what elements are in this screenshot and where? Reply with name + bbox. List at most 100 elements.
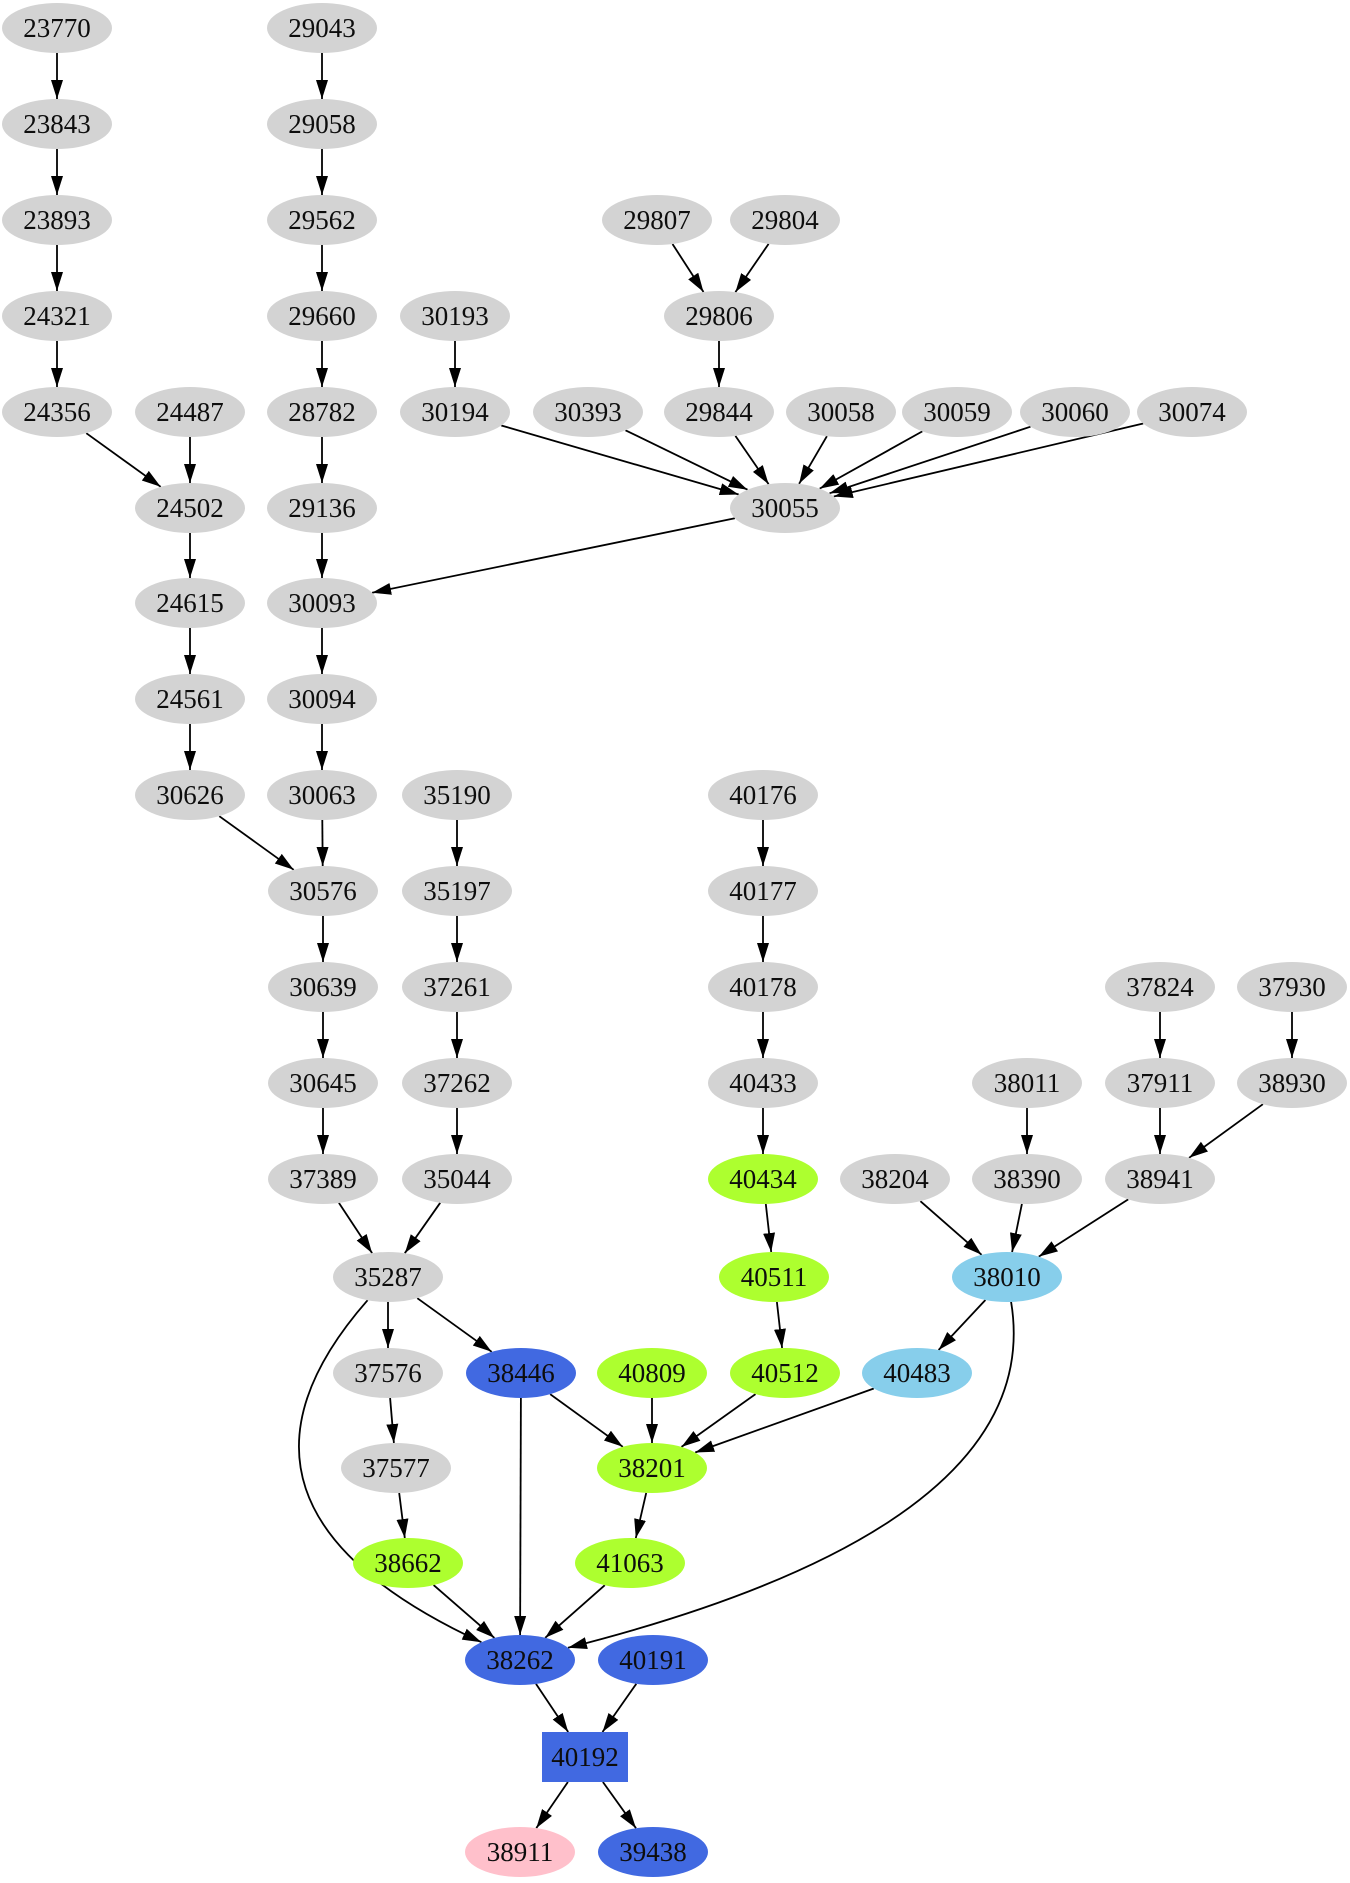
node-24487: 24487 [135, 387, 245, 437]
node-23770: 23770 [2, 3, 112, 53]
node-ellipse-shape [972, 1058, 1082, 1108]
node-24615: 24615 [135, 578, 245, 628]
node-ellipse-shape [533, 387, 643, 437]
node-label: 40483 [883, 1358, 951, 1388]
node-ellipse-shape [664, 387, 774, 437]
node-29844: 29844 [664, 387, 774, 437]
node-29136: 29136 [267, 483, 377, 533]
node-ellipse-shape [2, 195, 112, 245]
edge-35044-35287 [404, 1202, 441, 1254]
node-ellipse-shape [2, 291, 112, 341]
node-label: 40176 [729, 780, 797, 810]
node-37911: 37911 [1105, 1058, 1215, 1108]
node-40178: 40178 [708, 962, 818, 1012]
node-label: 40434 [729, 1164, 797, 1194]
node-ellipse-shape [2, 3, 112, 53]
edge-37577-38662 [396, 1492, 409, 1539]
node-ellipse-shape [465, 1827, 575, 1877]
node-label: 38262 [486, 1645, 554, 1675]
node-38390: 38390 [972, 1154, 1082, 1204]
node-ellipse-shape [708, 770, 818, 820]
node-37576: 37576 [333, 1348, 443, 1398]
node-label: 30094 [288, 684, 356, 714]
edges-layer [51, 53, 1298, 1829]
node-37389: 37389 [268, 1154, 378, 1204]
edge-30060-30055 [829, 425, 1031, 495]
node-ellipse-shape [575, 1538, 685, 1588]
node-40177: 40177 [708, 866, 818, 916]
edge-37576-37577 [386, 1397, 399, 1444]
node-ellipse-shape [135, 483, 245, 533]
node-label: 40191 [619, 1645, 687, 1675]
node-ellipse-shape [708, 1154, 818, 1204]
node-label: 38390 [993, 1164, 1061, 1194]
node-30093: 30093 [267, 578, 377, 628]
node-ellipse-shape [719, 1252, 829, 1302]
node-label: 30645 [289, 1068, 357, 1098]
node-35197: 35197 [402, 866, 512, 916]
node-label: 37824 [1126, 972, 1194, 1002]
node-ellipse-shape [730, 483, 840, 533]
edge-41063-38262 [544, 1584, 606, 1639]
node-label: 30063 [288, 780, 356, 810]
node-ellipse-shape [2, 99, 112, 149]
node-39438: 39438 [598, 1827, 708, 1877]
node-label: 38201 [618, 1453, 686, 1483]
node-ellipse-shape [597, 1348, 707, 1398]
node-ellipse-shape [786, 387, 896, 437]
node-35287: 35287 [333, 1252, 443, 1302]
node-label: 24487 [156, 397, 224, 427]
node-ellipse-shape [708, 962, 818, 1012]
node-ellipse-shape [1237, 962, 1347, 1012]
node-ellipse-shape [708, 1058, 818, 1108]
node-label: 35044 [423, 1164, 491, 1194]
node-40512: 40512 [730, 1348, 840, 1398]
node-38446: 38446 [466, 1348, 576, 1398]
node-label: 30393 [554, 397, 622, 427]
node-label: 39438 [619, 1837, 687, 1867]
node-ellipse-shape [135, 387, 245, 437]
node-40176: 40176 [708, 770, 818, 820]
node-24502: 24502 [135, 483, 245, 533]
edge-38204-38010 [919, 1200, 983, 1256]
node-28782: 28782 [267, 387, 377, 437]
edge-30059-30055 [819, 430, 923, 490]
node-24356: 24356 [2, 387, 112, 437]
node-23893: 23893 [2, 195, 112, 245]
edge-40191-40192 [601, 1683, 638, 1733]
node-label: 40433 [729, 1068, 797, 1098]
node-ellipse-shape [862, 1348, 972, 1398]
node-label: 40512 [751, 1358, 819, 1388]
node-label: 30058 [807, 397, 875, 427]
node-30059: 30059 [902, 387, 1012, 437]
edge-40434-40511 [763, 1203, 776, 1253]
node-label: 29058 [288, 109, 356, 139]
node-37824: 37824 [1105, 962, 1215, 1012]
node-35190: 35190 [402, 770, 512, 820]
node-ellipse-shape [952, 1252, 1062, 1302]
node-40434: 40434 [708, 1154, 818, 1204]
node-23843: 23843 [2, 99, 112, 149]
node-ellipse-shape [730, 195, 840, 245]
edge-30058-30055 [798, 435, 828, 485]
node-38010: 38010 [952, 1252, 1062, 1302]
node-label: 24356 [23, 397, 91, 427]
node-label: 29660 [288, 301, 356, 331]
node-40191: 40191 [598, 1635, 708, 1685]
edge-29807-29806 [671, 243, 705, 293]
node-ellipse-shape [1020, 387, 1130, 437]
edge-35287-38262 [298, 1299, 482, 1644]
node-40192: 40192 [542, 1732, 628, 1782]
edge-29804-29806 [734, 243, 770, 293]
node-ellipse-shape [402, 1154, 512, 1204]
node-ellipse-shape [1105, 1058, 1215, 1108]
node-ellipse-shape [267, 483, 377, 533]
node-label: 35190 [423, 780, 491, 810]
node-label: 38446 [487, 1358, 555, 1388]
node-ellipse-shape [400, 387, 510, 437]
node-label: 30060 [1041, 397, 1109, 427]
node-37930: 37930 [1237, 962, 1347, 1012]
edge-24356-24502 [85, 432, 162, 488]
